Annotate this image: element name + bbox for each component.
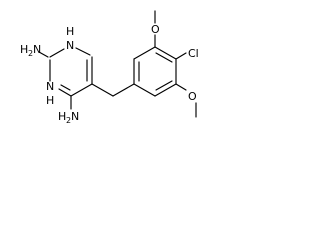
bond-c4-cl <box>175 52 187 60</box>
bond-c3-c4 <box>154 46 177 60</box>
ring-n-lower-label: N <box>46 80 54 93</box>
molecular-structure-diagram: H 2 N H N N H H 2 N O Cl O <box>20 10 199 125</box>
bond-c3-c4-inner <box>155 52 173 63</box>
amine-top-n-label: N <box>33 43 41 56</box>
amine-bottom-n-label: N <box>71 110 79 123</box>
bond-c5-c6-inner <box>155 80 173 91</box>
ring-n-lower-h-label: H <box>46 94 54 107</box>
bond-c5-c4 <box>70 83 93 97</box>
bond-c5-ch2 <box>91 83 114 97</box>
bond-c6-c1 <box>133 83 156 97</box>
amine-bottom-h-label: H <box>58 110 66 123</box>
amine-top-subscript: 2 <box>28 49 33 58</box>
bond-c2-c3 <box>133 46 156 60</box>
bond-ch2-c1prime <box>112 83 135 97</box>
bond-c4-n3-inner <box>60 84 71 91</box>
bond-c5-c6 <box>154 83 177 97</box>
ring-n-upper-label: N <box>66 39 74 52</box>
bond-c5-obottom <box>175 83 187 91</box>
ring-n-upper-h-label: H <box>66 25 74 38</box>
oxygen-bottom-label: O <box>188 90 197 103</box>
bond-c4-n3 <box>58 88 72 97</box>
atom-labels: H 2 N H N N H H 2 N O Cl O <box>20 23 199 125</box>
bond-c2-nh2 <box>38 51 49 58</box>
bonds <box>38 10 197 118</box>
amine-bottom-subscript: 2 <box>66 116 71 125</box>
bond-c2-n1 <box>49 48 65 58</box>
amine-top-h-label: H <box>20 43 28 56</box>
oxygen-top-label: O <box>151 23 160 36</box>
bond-n1-c6 <box>75 47 91 56</box>
chloro-label: Cl <box>188 47 199 60</box>
